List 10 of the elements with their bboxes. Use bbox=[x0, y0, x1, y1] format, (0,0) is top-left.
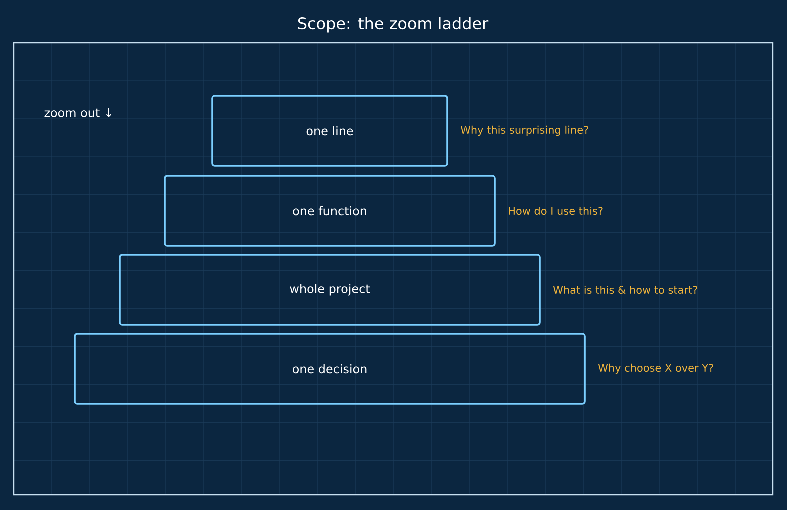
tier-box: whole project bbox=[119, 254, 541, 326]
tier-box: one function bbox=[164, 175, 496, 247]
question-text: Why choose X over Y? bbox=[598, 364, 714, 374]
question-text: Why this surprising line? bbox=[460, 126, 588, 136]
tier-box: one decision bbox=[74, 333, 586, 405]
tier-box: one line bbox=[212, 95, 448, 167]
title: Scope: the zoom ladder bbox=[298, 17, 489, 33]
question-text: What is this & how to start? bbox=[553, 286, 698, 294]
question-text: How do I use this? bbox=[509, 206, 603, 216]
direction-label: zoom out ↓ bbox=[44, 108, 112, 118]
